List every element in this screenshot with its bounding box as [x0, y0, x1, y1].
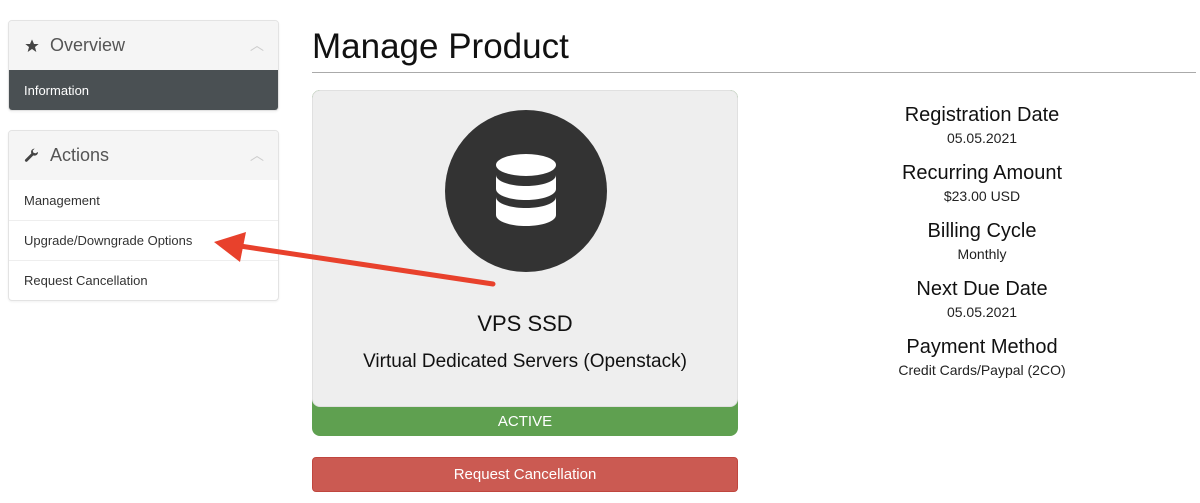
- overview-panel: Overview ︿ Information: [8, 20, 279, 111]
- actions-panel: Actions ︿ Management Upgrade/Downgrade O…: [8, 130, 279, 301]
- detail-value: $23.00 USD: [943, 188, 1021, 204]
- request-cancellation-button[interactable]: Request Cancellation: [312, 457, 738, 492]
- wrench-icon: [24, 148, 42, 164]
- detail-value: 05.05.2021: [946, 304, 1018, 320]
- product-card: VPS SSD Virtual Dedicated Servers (Opens…: [312, 90, 738, 436]
- detail-value: Credit Cards/Paypal (2CO): [898, 362, 1066, 378]
- detail-label: Recurring Amount: [901, 162, 1063, 184]
- star-icon: [24, 38, 42, 54]
- page-title: Manage Product: [312, 27, 569, 66]
- actions-title: Actions: [50, 145, 110, 165]
- database-icon: [445, 110, 607, 272]
- actions-header[interactable]: Actions ︿: [9, 131, 278, 180]
- chevron-up-icon[interactable]: ︿: [250, 37, 264, 53]
- detail-label: Payment Method: [906, 336, 1058, 358]
- detail-label: Registration Date: [904, 104, 1060, 126]
- detail-value: 05.05.2021: [946, 130, 1018, 146]
- sidebar-item-request-cancellation[interactable]: Request Cancellation: [9, 260, 278, 300]
- product-group: Virtual Dedicated Servers (Openstack): [363, 351, 687, 372]
- overview-title: Overview: [50, 35, 126, 55]
- title-divider: [312, 72, 1196, 73]
- status-badge: ACTIVE: [497, 413, 553, 430]
- product-details: Registration Date 05.05.2021 Recurring A…: [832, 103, 1132, 393]
- sidebar-item-management[interactable]: Management: [24, 192, 100, 208]
- chevron-up-icon[interactable]: ︿: [250, 147, 264, 163]
- overview-header[interactable]: Overview ︿: [9, 21, 278, 70]
- product-name: VPS SSD: [477, 311, 573, 336]
- detail-value: Monthly: [957, 246, 1007, 262]
- sidebar-item-information[interactable]: Information: [9, 70, 278, 110]
- detail-label: Billing Cycle: [927, 220, 1037, 242]
- sidebar-item-upgrade-downgrade[interactable]: Upgrade/Downgrade Options: [9, 220, 278, 260]
- detail-label: Next Due Date: [916, 278, 1048, 300]
